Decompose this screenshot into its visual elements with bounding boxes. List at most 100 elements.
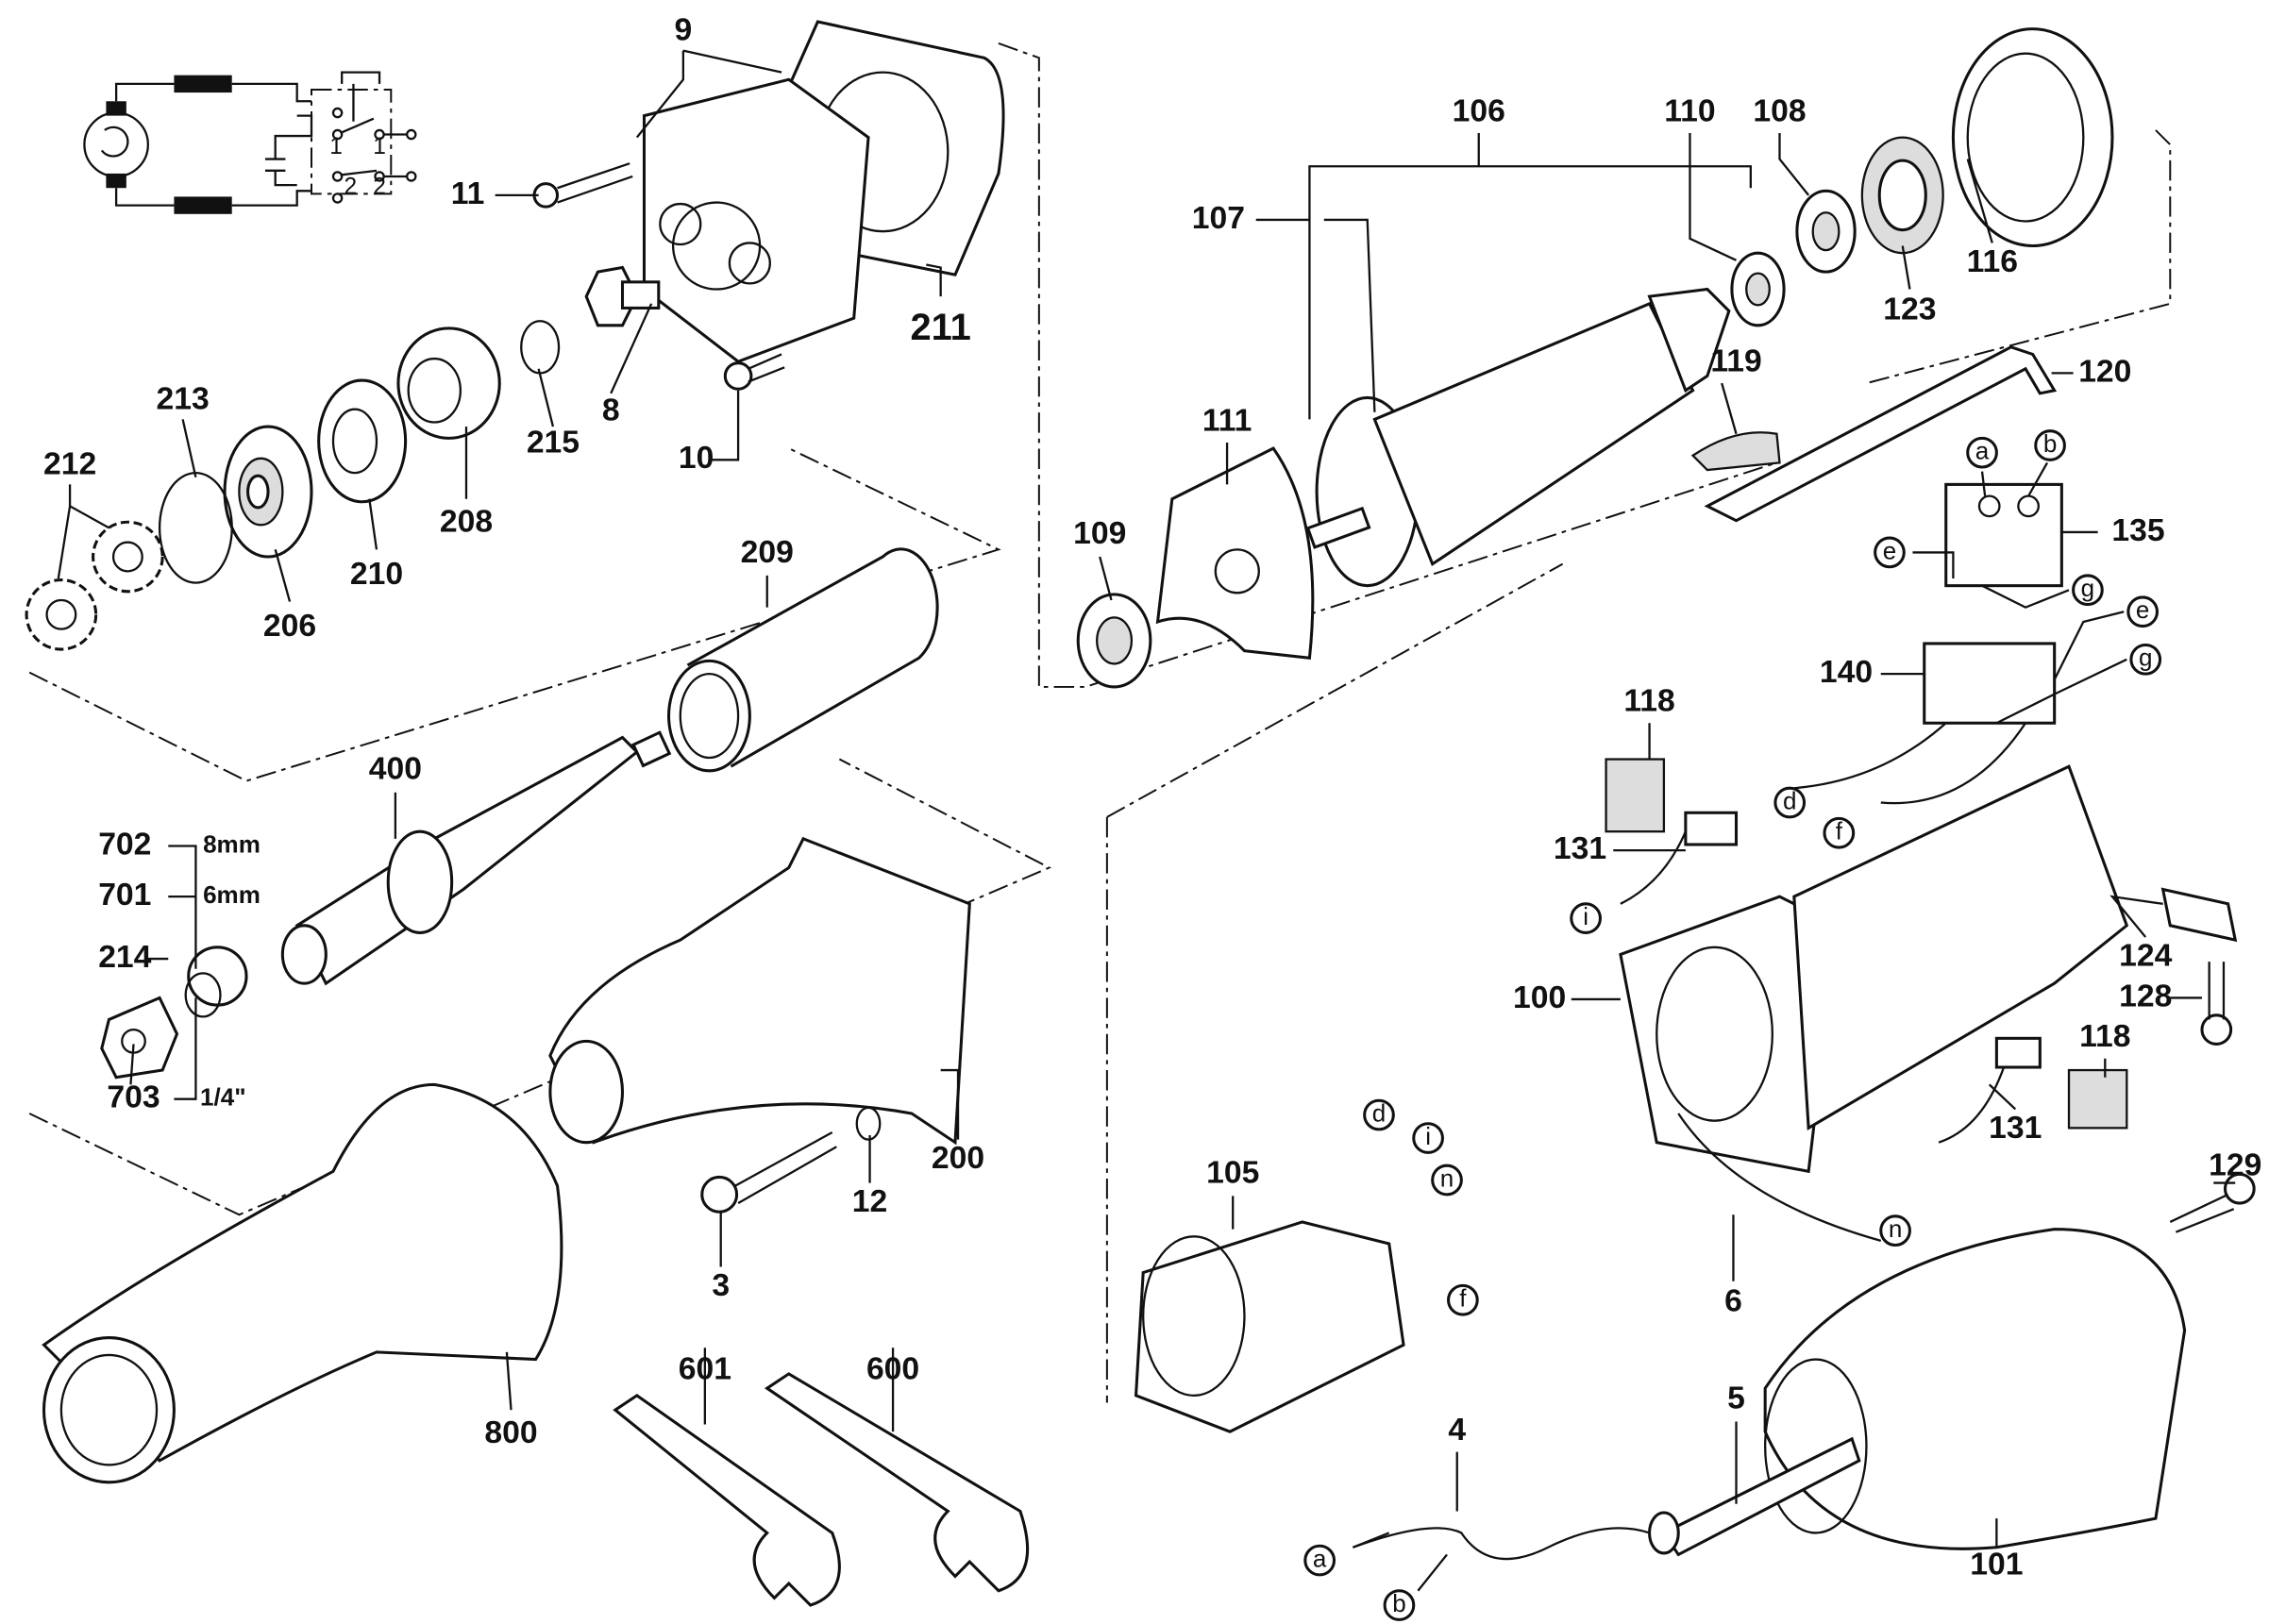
wire-letter-circle: a bbox=[1966, 437, 1998, 469]
part-label: 211 bbox=[911, 307, 971, 348]
svg-text:g: g bbox=[2081, 574, 2095, 602]
svg-text:f: f bbox=[1459, 1284, 1467, 1313]
clamp-124 bbox=[2160, 887, 2238, 943]
part-label: 128 bbox=[2119, 978, 2172, 1013]
wire-letter-circle: i bbox=[1570, 902, 1602, 934]
part-label: 200 bbox=[932, 1140, 984, 1176]
wrench-601 bbox=[613, 1394, 841, 1607]
bearing-108 bbox=[1795, 189, 1857, 274]
brush-holder-118 bbox=[1605, 758, 1666, 833]
switch-rod-120 bbox=[1704, 345, 2058, 523]
svg-text:n: n bbox=[1440, 1164, 1454, 1192]
brush-131-b bbox=[1938, 1036, 2042, 1144]
part-label: 106 bbox=[1453, 92, 1505, 128]
leader-lines bbox=[57, 49, 2236, 1548]
part-label: 701 bbox=[98, 877, 151, 912]
seal-6 bbox=[1677, 1113, 1882, 1242]
baffle-111 bbox=[1155, 446, 1315, 660]
wire-letter-circle: e bbox=[1874, 536, 1906, 569]
part-label: 111 bbox=[1202, 402, 1252, 438]
svg-text:e: e bbox=[2136, 595, 2150, 624]
flange-9 bbox=[642, 77, 870, 363]
wire-letter-circle: e bbox=[2126, 595, 2160, 628]
svg-text:f: f bbox=[1836, 817, 1843, 845]
assembly-guidelines bbox=[28, 42, 2172, 1403]
collet-size-label: 8mm bbox=[203, 829, 261, 858]
svg-text:i: i bbox=[1425, 1122, 1431, 1150]
armature-106 bbox=[1305, 287, 1731, 588]
brush-131 bbox=[1620, 811, 1739, 905]
svg-text:g: g bbox=[2139, 644, 2153, 672]
svg-text:a: a bbox=[1313, 1544, 1327, 1572]
bearing-206 bbox=[223, 425, 313, 559]
wire-letter-circle: g bbox=[2072, 574, 2104, 607]
wire-letter-circle: b bbox=[2034, 429, 2066, 461]
collet-701 bbox=[184, 946, 248, 1018]
part-label: 107 bbox=[1192, 200, 1245, 236]
grip-sleeve-800 bbox=[42, 1082, 563, 1484]
capacitor-140 bbox=[1793, 642, 2057, 805]
svg-text:b: b bbox=[2043, 429, 2058, 458]
sleeve-210 bbox=[317, 378, 408, 504]
screw-11 bbox=[532, 162, 633, 209]
wire-letter-circle: b bbox=[1383, 1589, 1416, 1621]
part-label: 209 bbox=[741, 534, 794, 570]
wire-letter-circle: i bbox=[1412, 1122, 1444, 1154]
circuit-label-1: 1 bbox=[329, 134, 343, 159]
collet-size-label: 6mm bbox=[203, 880, 261, 909]
part-label: 212 bbox=[43, 445, 96, 481]
part-label: 116 bbox=[1967, 243, 2018, 279]
switch-135 bbox=[1944, 482, 2063, 588]
part-label: 210 bbox=[350, 556, 403, 592]
brush-holder-118-b bbox=[2067, 1068, 2128, 1130]
bearing-110 bbox=[1730, 251, 1786, 327]
part-label: 9 bbox=[674, 12, 692, 48]
wrench-600 bbox=[765, 1372, 1030, 1593]
part-label: 101 bbox=[1970, 1547, 2023, 1582]
bearing-109 bbox=[1076, 593, 1152, 689]
svg-text:d: d bbox=[1372, 1098, 1387, 1127]
lock-washers-212 bbox=[25, 520, 164, 651]
screw-10 bbox=[723, 353, 785, 391]
svg-text:a: a bbox=[1975, 437, 1990, 465]
svg-text:n: n bbox=[1889, 1214, 1903, 1243]
part-label: 131 bbox=[1554, 830, 1606, 866]
svg-text:i: i bbox=[1583, 902, 1588, 930]
motor-housing-cover-101 bbox=[1763, 1228, 2187, 1550]
circlip-213 bbox=[158, 471, 233, 584]
part-label: 118 bbox=[2079, 1018, 2130, 1054]
part-label: 135 bbox=[2111, 512, 2164, 548]
circuit-label-1: 1 bbox=[373, 134, 386, 159]
bushing-208 bbox=[396, 326, 501, 440]
part-label: 124 bbox=[2119, 937, 2172, 973]
svg-text:d: d bbox=[1783, 786, 1797, 814]
part-label: 120 bbox=[2078, 353, 2131, 389]
part-label: 703 bbox=[107, 1080, 160, 1115]
part-label: 12 bbox=[852, 1183, 888, 1219]
motor-housing-100 bbox=[1619, 764, 2129, 1174]
circuit-schematic: 1 1 2 2 bbox=[83, 71, 417, 214]
part-label: 206 bbox=[263, 608, 316, 644]
part-label: 208 bbox=[440, 504, 493, 540]
cord-guard-5 bbox=[1648, 1436, 1861, 1557]
part-label: 800 bbox=[484, 1415, 537, 1450]
field-stator-105 bbox=[1134, 1220, 1405, 1433]
wire-letter-circle: f bbox=[1823, 817, 1856, 849]
part-label: 105 bbox=[1206, 1154, 1259, 1190]
wire-letter-circle: n bbox=[1879, 1214, 1911, 1247]
svg-text:e: e bbox=[1883, 536, 1897, 564]
wire-letter-circle: a bbox=[1303, 1544, 1336, 1577]
part-label: 600 bbox=[866, 1351, 919, 1387]
part-label: 131 bbox=[1989, 1110, 2042, 1146]
driver-8 bbox=[584, 265, 661, 327]
part-label: 11 bbox=[451, 176, 485, 211]
wire-letter-circle: d bbox=[1363, 1098, 1395, 1131]
wire-letter-circle: g bbox=[2129, 644, 2162, 676]
o-ring-215 bbox=[520, 320, 561, 375]
switch-button-119 bbox=[1690, 431, 1781, 472]
washer-12 bbox=[855, 1106, 882, 1141]
part-label: 140 bbox=[1820, 654, 1873, 690]
svg-text:b: b bbox=[1392, 1589, 1406, 1617]
spindle-400 bbox=[280, 730, 672, 986]
